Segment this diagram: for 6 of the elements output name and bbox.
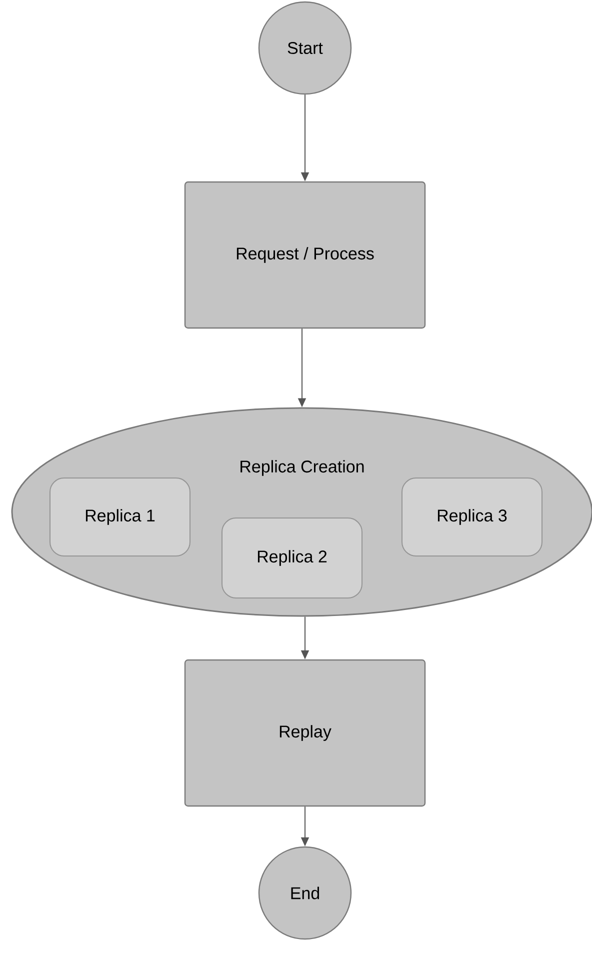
rounded-box: Replica 1: [50, 478, 190, 556]
group-title: Replica Creation: [240, 460, 364, 476]
rounded-box: Replica 2: [222, 518, 362, 598]
process-box: Request / Process: [184, 181, 426, 329]
process-box: Replay: [184, 659, 426, 807]
rounded-box: Replica 3: [402, 478, 542, 556]
